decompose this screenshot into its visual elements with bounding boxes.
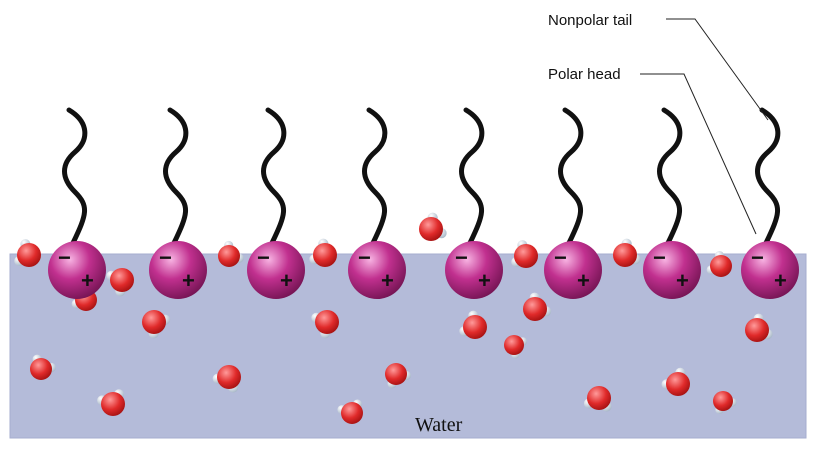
surfactant-molecule: −+ (348, 107, 406, 299)
nonpolar-tail (558, 107, 584, 246)
oxygen-atom (313, 243, 337, 267)
water-molecule (14, 239, 41, 267)
water-molecule (583, 386, 612, 412)
water-molecule (504, 335, 528, 359)
positive-charge-sign: + (182, 268, 195, 293)
negative-charge-sign: − (751, 245, 764, 270)
oxygen-atom (587, 386, 611, 410)
oxygen-atom (30, 358, 52, 380)
oxygen-atom (523, 297, 547, 321)
oxygen-atom (142, 310, 166, 334)
polar-head (544, 241, 602, 299)
oxygen-atom (504, 335, 524, 355)
nonpolar-tail (163, 107, 189, 246)
water-label: Water (415, 414, 463, 436)
water-molecule (419, 212, 447, 241)
nonpolar-tail-leader-line (666, 18, 769, 121)
surfactant-molecule: −+ (445, 107, 503, 299)
negative-charge-sign: − (554, 245, 567, 270)
negative-charge-sign: − (653, 245, 666, 270)
polar-head-leader-line (640, 73, 757, 235)
positive-charge-sign: + (478, 268, 491, 293)
polar-head (149, 241, 207, 299)
nonpolar-tail (362, 107, 388, 246)
positive-charge-sign: + (381, 268, 394, 293)
water-molecule (511, 240, 538, 268)
positive-charge-sign: + (577, 268, 590, 293)
water-molecule (459, 310, 487, 339)
water-molecule (142, 310, 171, 339)
nonpolar-tail-label: Nonpolar tail (548, 12, 632, 29)
water-molecule (706, 251, 732, 277)
water-molecule (97, 389, 125, 416)
oxygen-atom (419, 217, 443, 241)
oxygen-atom (613, 243, 637, 267)
water-molecule (745, 313, 773, 342)
water-molecule (523, 292, 552, 321)
oxygen-atom (463, 315, 487, 339)
oxygen-atom (217, 365, 241, 389)
oxygen-atom (745, 318, 769, 342)
surfactant-molecule: −+ (247, 107, 305, 299)
oxygen-atom (713, 391, 733, 411)
nonpolar-tail (657, 107, 683, 246)
positive-charge-sign: + (81, 268, 94, 293)
positive-charge-sign: + (280, 268, 293, 293)
oxygen-atom (110, 268, 134, 292)
nonpolar-tail (459, 107, 485, 246)
negative-charge-sign: − (455, 245, 468, 270)
negative-charge-sign: − (358, 245, 371, 270)
water-molecule (613, 238, 641, 267)
positive-charge-sign: + (676, 268, 689, 293)
nonpolar-tail (755, 107, 781, 246)
oxygen-atom (17, 243, 41, 267)
polar-head (741, 241, 799, 299)
water-molecule (309, 238, 337, 267)
surfactant-molecule: −+ (149, 107, 207, 299)
negative-charge-sign: − (159, 245, 172, 270)
oxygen-atom (385, 363, 407, 385)
oxygen-atom (315, 310, 339, 334)
water-molecule (385, 363, 411, 389)
polar-head (445, 241, 503, 299)
surfactant-molecule: −+ (741, 107, 799, 299)
water-molecule (212, 365, 241, 393)
oxygen-atom (218, 245, 240, 267)
water-molecule (311, 310, 339, 339)
positive-charge-sign: + (774, 268, 787, 293)
surfactant-molecule: −+ (48, 107, 106, 299)
oxygen-atom (514, 244, 538, 268)
polar-head (247, 241, 305, 299)
water-molecule (218, 240, 244, 267)
water-molecule (337, 399, 363, 424)
water-molecule (661, 367, 690, 396)
polar-head-label: Polar head (548, 66, 621, 83)
nonpolar-tail (261, 107, 287, 246)
oxygen-atom (666, 372, 690, 396)
water-molecule (713, 391, 737, 415)
polar-head (48, 241, 106, 299)
surfactant-molecules: −+−+−+−+−+−+−+−+ (48, 107, 799, 299)
negative-charge-sign: − (257, 245, 270, 270)
water-molecule (106, 268, 134, 297)
negative-charge-sign: − (58, 245, 71, 270)
oxygen-atom (101, 392, 125, 416)
surfactant-molecule: −+ (643, 107, 701, 299)
polar-head (348, 241, 406, 299)
nonpolar-tail (62, 107, 88, 246)
polar-head (643, 241, 701, 299)
oxygen-atom (341, 402, 363, 424)
water-molecule (30, 354, 56, 380)
surfactant-molecule: −+ (544, 107, 602, 299)
oxygen-atom (710, 255, 732, 277)
